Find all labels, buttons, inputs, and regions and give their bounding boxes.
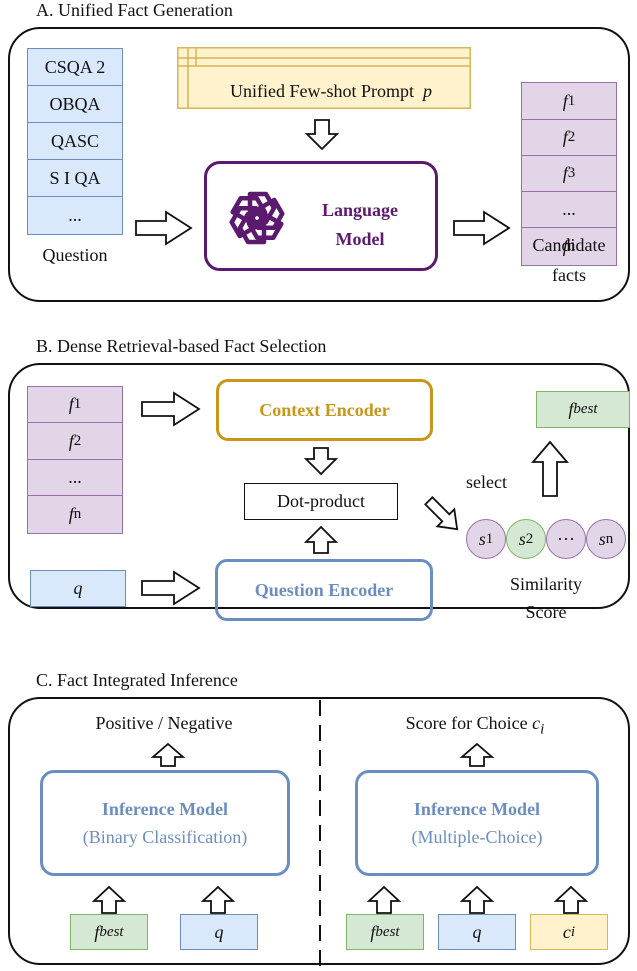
binary-inference-model-box: Inference Model (Binary Classification) — [40, 770, 290, 876]
choice-score-label: Score for Choice ci — [405, 713, 545, 738]
up-arrow-icon — [200, 885, 236, 914]
up-arrow-icon — [91, 885, 127, 914]
language-model-box — [204, 161, 438, 271]
question-encoder-box: Question Encoder — [215, 559, 433, 621]
language-model-label: Language Model — [321, 200, 399, 249]
fact-item: ... — [521, 192, 617, 228]
dataset-item: OBQA — [27, 86, 123, 123]
question-encoder-label: Question Encoder — [254, 579, 394, 600]
inference-model-label: Inference Model — [101, 799, 229, 819]
up-arrow-icon — [150, 742, 186, 767]
dataset-item: CSQA 2 — [27, 48, 123, 86]
right-arrow-icon — [453, 210, 511, 246]
query-input: q — [180, 914, 258, 950]
prompt-table-grid — [177, 47, 471, 109]
right-arrow-icon — [141, 570, 201, 606]
inference-model-task: (Multiple-Choice) — [411, 827, 543, 847]
section-a-panel — [8, 27, 630, 302]
similarity-score-label: Similarity Score — [510, 574, 582, 622]
up-arrow-icon — [303, 525, 339, 554]
section-c-title: C. Fact Integrated Inference — [36, 670, 238, 690]
section-a-title: A. Unified Fact Generation — [36, 0, 233, 20]
down-arrow-icon — [303, 447, 339, 476]
fact-item: ... — [27, 460, 123, 496]
dataset-item: ... — [27, 197, 123, 235]
dataset-item: S I QA — [27, 160, 123, 197]
dot-product-box: Dot-product — [244, 483, 398, 520]
section-b-panel — [8, 363, 630, 609]
dataset-item: QASC — [27, 123, 123, 160]
multiple-choice-inference-model-box: Inference Model (Multiple-Choice) — [355, 770, 599, 876]
up-arrow-icon — [366, 885, 402, 914]
select-label: select — [466, 472, 507, 492]
dataset-list: CSQA 2 OBQA QASC S I QA ... — [27, 48, 123, 235]
binary-output-label: Positive / Negative — [95, 713, 233, 733]
divider-dashed — [319, 700, 321, 968]
openai-knot-icon — [229, 191, 285, 245]
up-arrow-icon — [459, 885, 495, 914]
query-box: q — [30, 570, 126, 607]
context-encoder-label: Context Encoder — [259, 399, 390, 420]
candidate-facts-label: Candidate facts — [532, 235, 606, 285]
right-arrow-icon — [141, 391, 201, 427]
diagonal-arrow-icon — [424, 496, 459, 531]
right-arrow-icon — [135, 210, 193, 246]
inference-model-label: Inference Model — [413, 799, 541, 819]
section-b-title: B. Dense Retrieval-based Fact Selection — [36, 336, 327, 356]
context-encoder-box: Context Encoder — [216, 379, 433, 441]
up-arrow-icon — [459, 742, 495, 767]
down-arrow-icon — [304, 119, 340, 151]
up-arrow-icon — [531, 440, 569, 497]
prompt-box: Unified Few-shot Prompt p — [177, 47, 471, 109]
up-arrow-icon — [553, 885, 589, 914]
question-label: Question — [42, 245, 108, 265]
query-input: q — [438, 914, 516, 950]
inference-model-task: (Binary Classification) — [82, 827, 248, 847]
prompt-label: Unified Few-shot Prompt p — [230, 81, 432, 101]
score-circle: ··· — [546, 519, 586, 559]
